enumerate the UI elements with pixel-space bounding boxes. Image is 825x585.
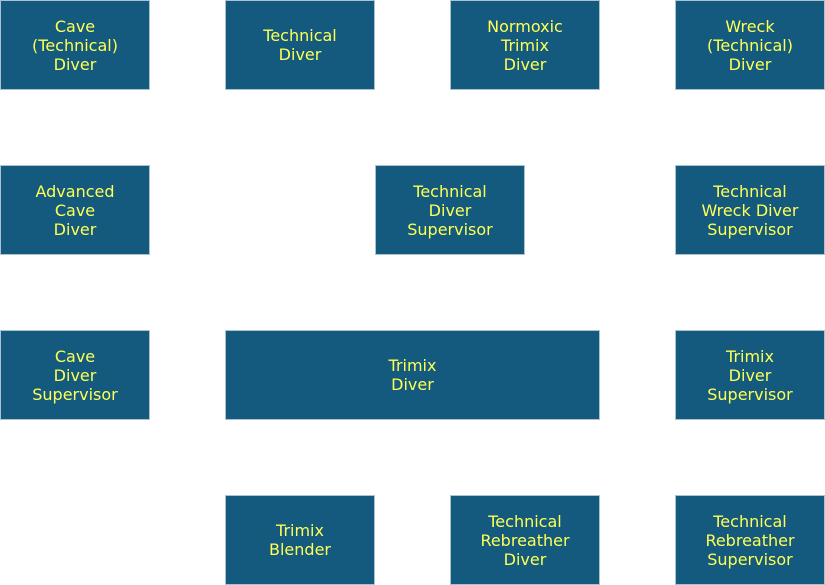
course-technical-wreck-diver-supervisor[interactable]: Technical Wreck Diver Supervisor [675,165,825,255]
course-label: Technical Rebreather Supervisor [705,511,795,569]
course-label: Technical Rebreather Diver [480,511,570,569]
course-trimix-blender[interactable]: Trimix Blender [225,495,375,585]
course-trimix-diver-supervisor[interactable]: Trimix Diver Supervisor [675,330,825,420]
course-label: Trimix Blender [269,521,331,559]
course-technical-rebreather-diver[interactable]: Technical Rebreather Diver [450,495,600,585]
course-label: Cave Diver Supervisor [32,346,118,404]
course-advanced-cave-diver[interactable]: Advanced Cave Diver [0,165,150,255]
course-label: Technical Diver [263,26,337,64]
course-cave-technical-diver[interactable]: Cave (Technical) Diver [0,0,150,90]
course-label: Trimix Diver Supervisor [707,346,793,404]
course-label: Cave (Technical) Diver [32,16,118,74]
course-wreck-technical-diver[interactable]: Wreck (Technical) Diver [675,0,825,90]
course-technical-rebreather-supervisor[interactable]: Technical Rebreather Supervisor [675,495,825,585]
course-technical-diver[interactable]: Technical Diver [225,0,375,90]
course-normoxic-trimix-diver[interactable]: Normoxic Trimix Diver [450,0,600,90]
course-label: Technical Wreck Diver Supervisor [701,181,799,239]
course-trimix-diver[interactable]: Trimix Diver [225,330,600,420]
course-cave-diver-supervisor[interactable]: Cave Diver Supervisor [0,330,150,420]
course-label: Wreck (Technical) Diver [707,16,793,74]
course-label: Trimix Diver [388,356,437,394]
course-label: Advanced Cave Diver [35,181,115,239]
course-label: Technical Diver Supervisor [407,181,493,239]
course-technical-diver-supervisor[interactable]: Technical Diver Supervisor [375,165,525,255]
course-label: Normoxic Trimix Diver [487,16,563,74]
